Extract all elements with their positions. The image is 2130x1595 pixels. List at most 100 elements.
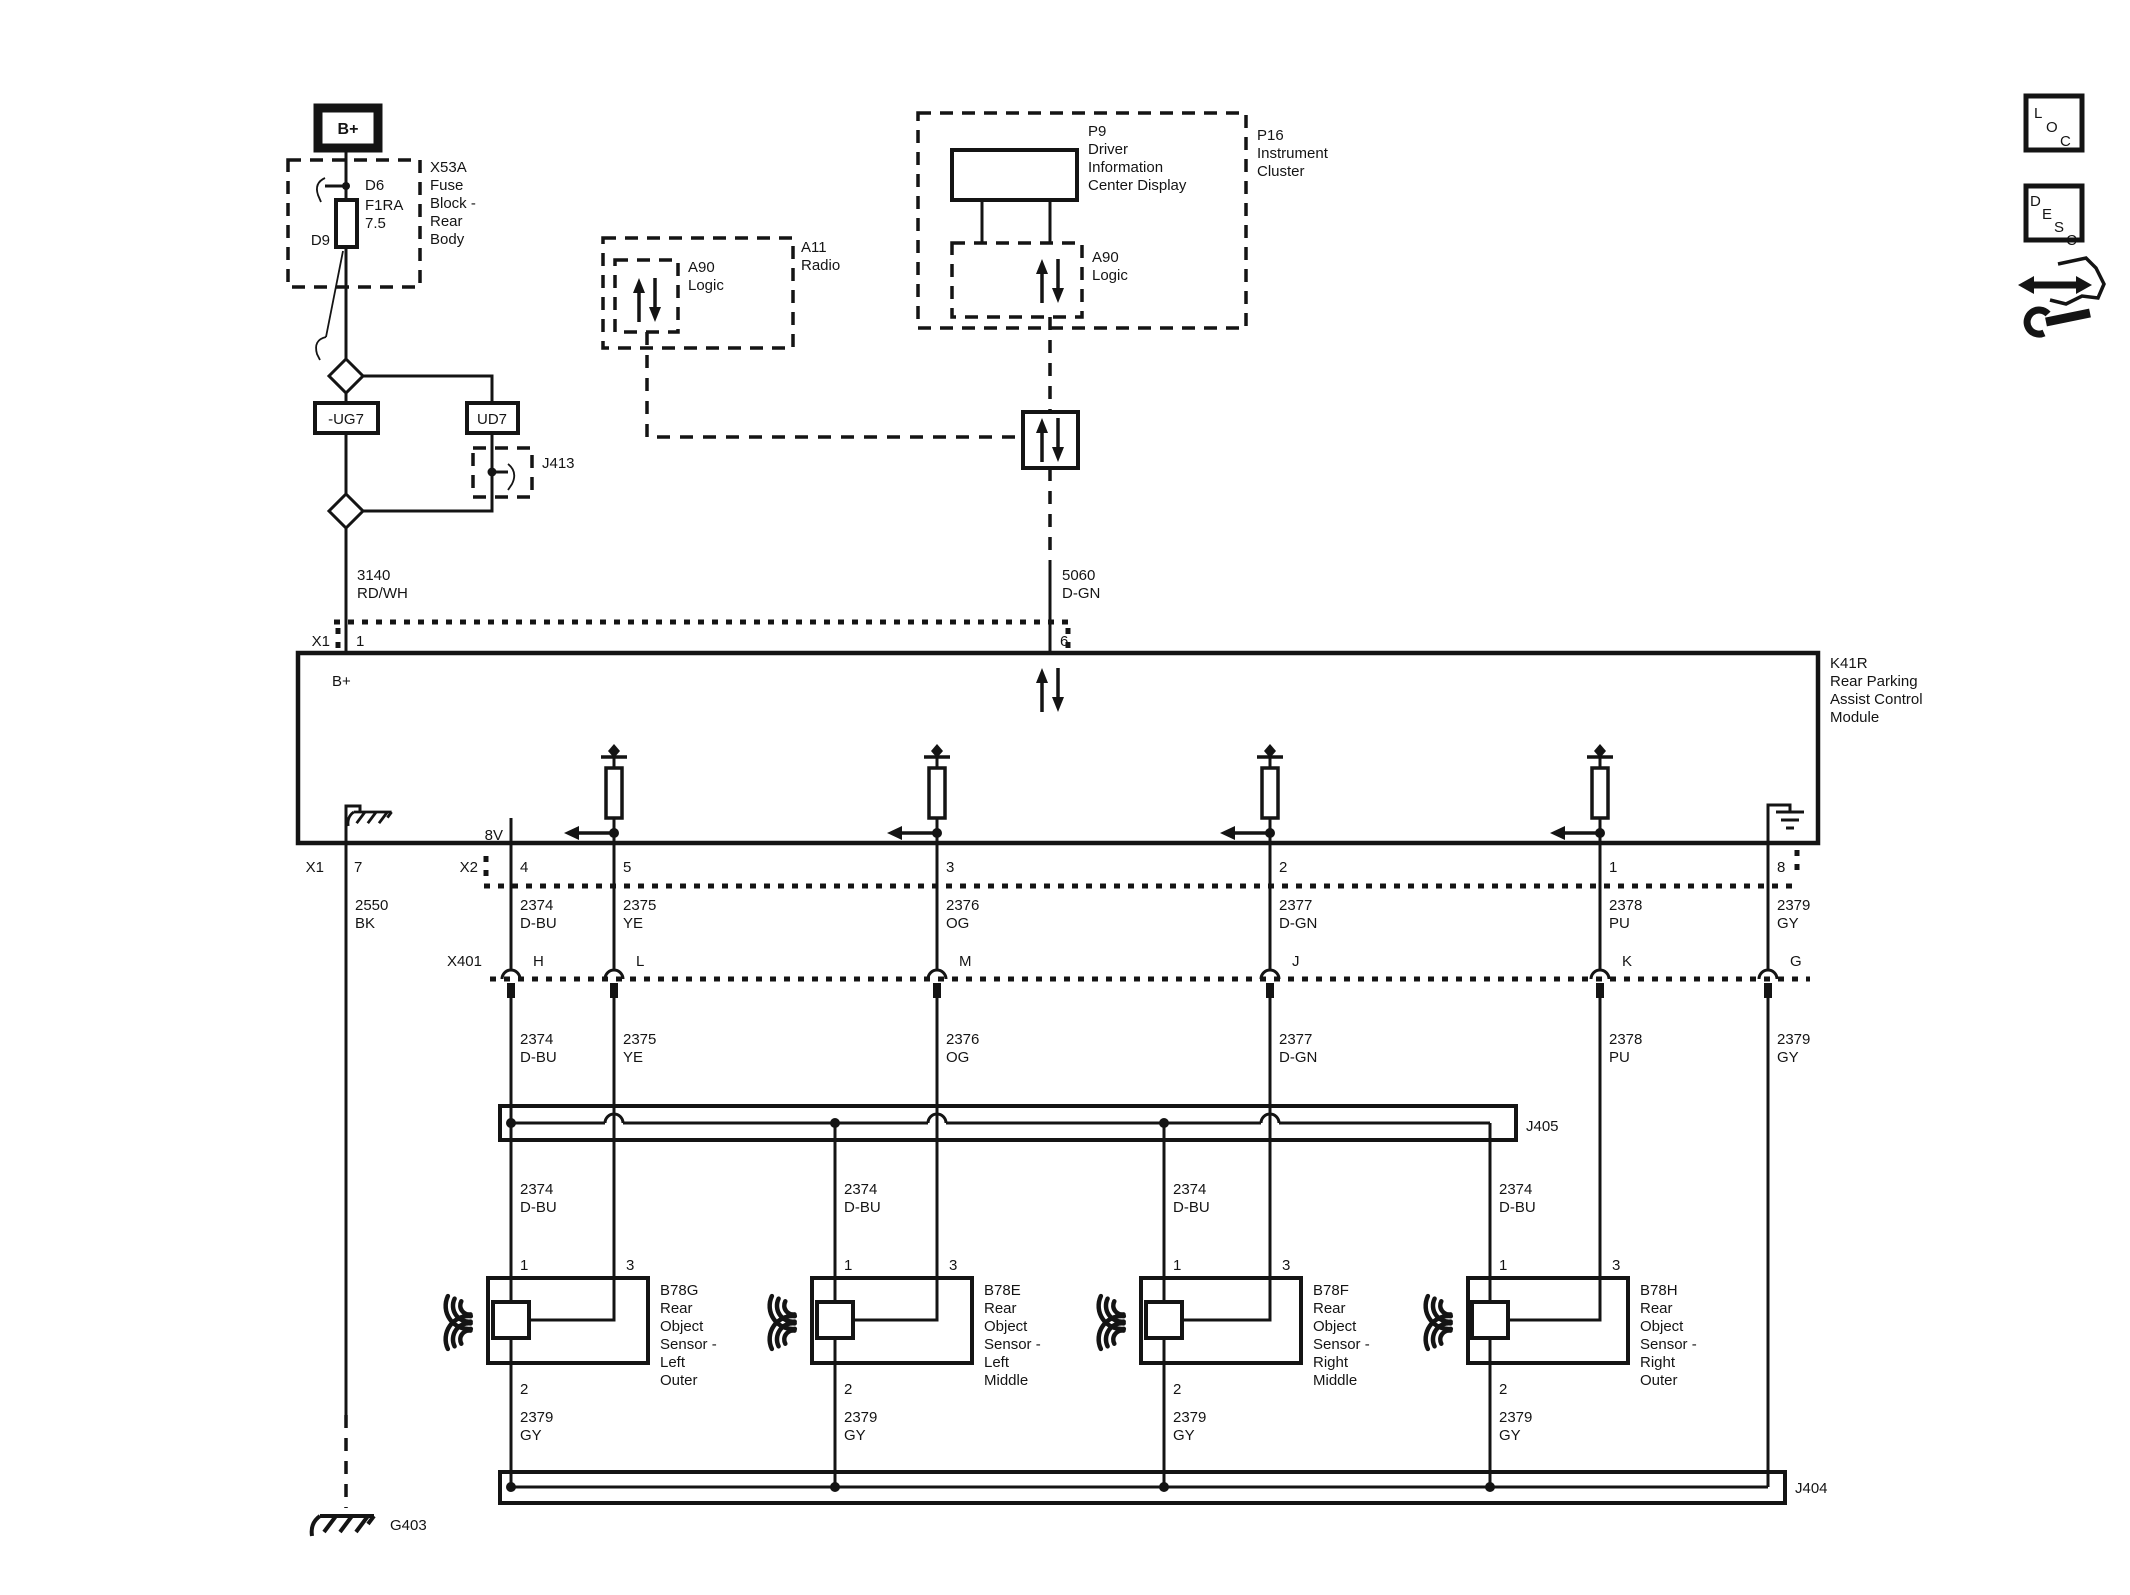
fuse-pin-label: D9 — [311, 232, 330, 249]
rear-parking-assist-module: X1 1 6 B+ K41R Rear Parking Assist Contr… — [295, 619, 1923, 889]
battery-feed-box — [313, 103, 383, 153]
cluster-logic-name: A90 — [1092, 249, 1119, 266]
s2-pin3-label: 3 — [949, 1257, 957, 1274]
loc-letter-2: O — [2046, 119, 2058, 136]
sensor-b78g: 1 3 2 2379 GY B78G Rear Object Sensor - … — [438, 1257, 717, 1487]
splice-j413-outline — [471, 446, 534, 499]
module-internal-ground-stub — [344, 804, 362, 843]
harness-wires-upper: 2550 BK 2374 D-BU 2375 YE 2376 OG 2377 D… — [344, 843, 1810, 1415]
splice-label: J413 — [542, 455, 575, 472]
wireA2-circuit: 2375 — [623, 897, 656, 914]
wireB5-color: PU — [1609, 1049, 1630, 1066]
s2-internal-wire — [853, 1278, 939, 1322]
fuse-block-name-2: Fuse — [430, 177, 463, 194]
s3-internal-wire — [1182, 1278, 1272, 1322]
wireB6-color: GY — [1777, 1049, 1799, 1066]
s3-pin1-label: 1 — [1173, 1257, 1181, 1274]
fuse-symbol — [334, 198, 359, 249]
s1-pin2-label: 2 — [520, 1381, 528, 1398]
s3-name-1: B78F — [1313, 1282, 1349, 1299]
cluster-name-1: P16 — [1257, 127, 1284, 144]
option-diamond-top — [326, 356, 366, 396]
ground-wire-circuit: 2550 — [355, 897, 388, 914]
module-name-3: Assist Control — [1830, 691, 1923, 708]
fuse-block-outline — [286, 158, 422, 289]
repair-instructions-icon[interactable] — [2018, 256, 2106, 338]
x401-pin-l: L — [636, 953, 644, 970]
j405-junction-dot — [506, 1118, 516, 1128]
cluster-outline — [916, 111, 1248, 330]
s4-name-1: B78H — [1640, 1282, 1678, 1299]
module-bplus-label: B+ — [332, 673, 351, 690]
s1-wire-color: GY — [520, 1427, 542, 1444]
s4-transducer — [1470, 1300, 1510, 1340]
s2-name-1: B78E — [984, 1282, 1021, 1299]
s3-name-5: Right — [1313, 1354, 1349, 1371]
desc-letter-1: D — [2030, 193, 2041, 210]
s2-wire-circuit: 2379 — [844, 1409, 877, 1426]
s4-wire-color: GY — [1499, 1427, 1521, 1444]
option-diamond-bottom — [326, 491, 366, 531]
wireA5-circuit: 2378 — [1609, 897, 1642, 914]
wireA3-circuit: 2376 — [946, 897, 979, 914]
s3-name-2: Rear — [1313, 1300, 1346, 1317]
fuse-block-name-4: Rear — [430, 213, 463, 230]
feed-wire-circuit: 3140 — [357, 567, 390, 584]
s1-name-5: Left — [660, 1354, 686, 1371]
wireB1-color: D-BU — [520, 1049, 557, 1066]
power-feed-branch: B+ D6 F1RA 7.5 D9 X53A Fuse Block - Rear… — [286, 103, 575, 653]
s2-wire-color: GY — [844, 1427, 866, 1444]
module-8v-label: 8V — [485, 827, 503, 844]
wireA1-color: D-BU — [520, 915, 557, 932]
radio-serial-arrows-icon — [631, 276, 663, 324]
desc-letter-3: S — [2054, 219, 2064, 236]
module-name-2: Rear Parking — [1830, 673, 1918, 690]
s4-name-5: Right — [1640, 1354, 1676, 1371]
fuse-block-name-1: X53A — [430, 159, 467, 176]
x401-pin-j: J — [1292, 953, 1300, 970]
module-earth-ground-stub — [1766, 803, 1792, 843]
fuse-block-name-5: Body — [430, 231, 465, 248]
desc-button[interactable] — [2023, 183, 2085, 243]
x1-top-connector-ends — [335, 628, 1071, 652]
harness-wires-lower: 2374 D-BU 2375 YE 2376 OG 2377 D-GN 2378… — [509, 998, 1810, 1487]
splice-pack-j404: J404 — [498, 1470, 1828, 1505]
wireB1-circuit: 2374 — [520, 1031, 553, 1048]
j405-bus-outline — [498, 1104, 1518, 1142]
display-name-1: P9 — [1088, 123, 1106, 140]
option-ug7-label: -UG7 — [328, 411, 364, 428]
wireA2-color: YE — [623, 915, 643, 932]
desc-letter-4: C — [2066, 232, 2077, 249]
splice-pack-j405: J405 2374 D-BU 2374 D-BU 2374 D-BU 2374 … — [498, 1104, 1559, 1302]
x401-name: X401 — [447, 953, 482, 970]
x401-pin-g: G — [1790, 953, 1802, 970]
feed-wire-color: RD/WH — [357, 585, 408, 602]
loc-button[interactable] — [2023, 93, 2085, 153]
corner-icons: L O C D E S C — [2018, 93, 2106, 338]
cluster-name-2: Instrument — [1257, 145, 1329, 162]
wireA6-color: GY — [1777, 915, 1799, 932]
tap4-circuit: 2374 — [1499, 1181, 1532, 1198]
x2-pin1-label: 1 — [1609, 859, 1617, 876]
x1-bottom-name: X1 — [306, 859, 324, 876]
s4-pin2-label: 2 — [1499, 1381, 1507, 1398]
serial-link-connector-box — [1021, 410, 1080, 470]
cluster-logic-outline — [950, 241, 1084, 319]
s2-name-5: Left — [984, 1354, 1010, 1371]
sensor-wires-lower — [509, 998, 1770, 1487]
j404-junction-dot — [506, 1482, 516, 1492]
s2-name-4: Sensor - — [984, 1336, 1041, 1353]
x401-pin-h: H — [533, 953, 544, 970]
x2-pin5-label: 5 — [623, 859, 631, 876]
s1-wire-circuit: 2379 — [520, 1409, 553, 1426]
sensor-b78f: 1 3 2 2379 GY B78F Rear Object Sensor - … — [1091, 1257, 1370, 1487]
s4-wire-circuit: 2379 — [1499, 1409, 1532, 1426]
fuse-name-label: F1RA — [365, 197, 403, 214]
fuse-clip-hook — [316, 177, 326, 203]
x401-pin-k: K — [1622, 953, 1632, 970]
sensor-wires-upper — [509, 843, 1770, 970]
s3-pin3-label: 3 — [1282, 1257, 1290, 1274]
fuse-block-name-3: Block - — [430, 195, 476, 212]
s3-pin2-label: 2 — [1173, 1381, 1181, 1398]
